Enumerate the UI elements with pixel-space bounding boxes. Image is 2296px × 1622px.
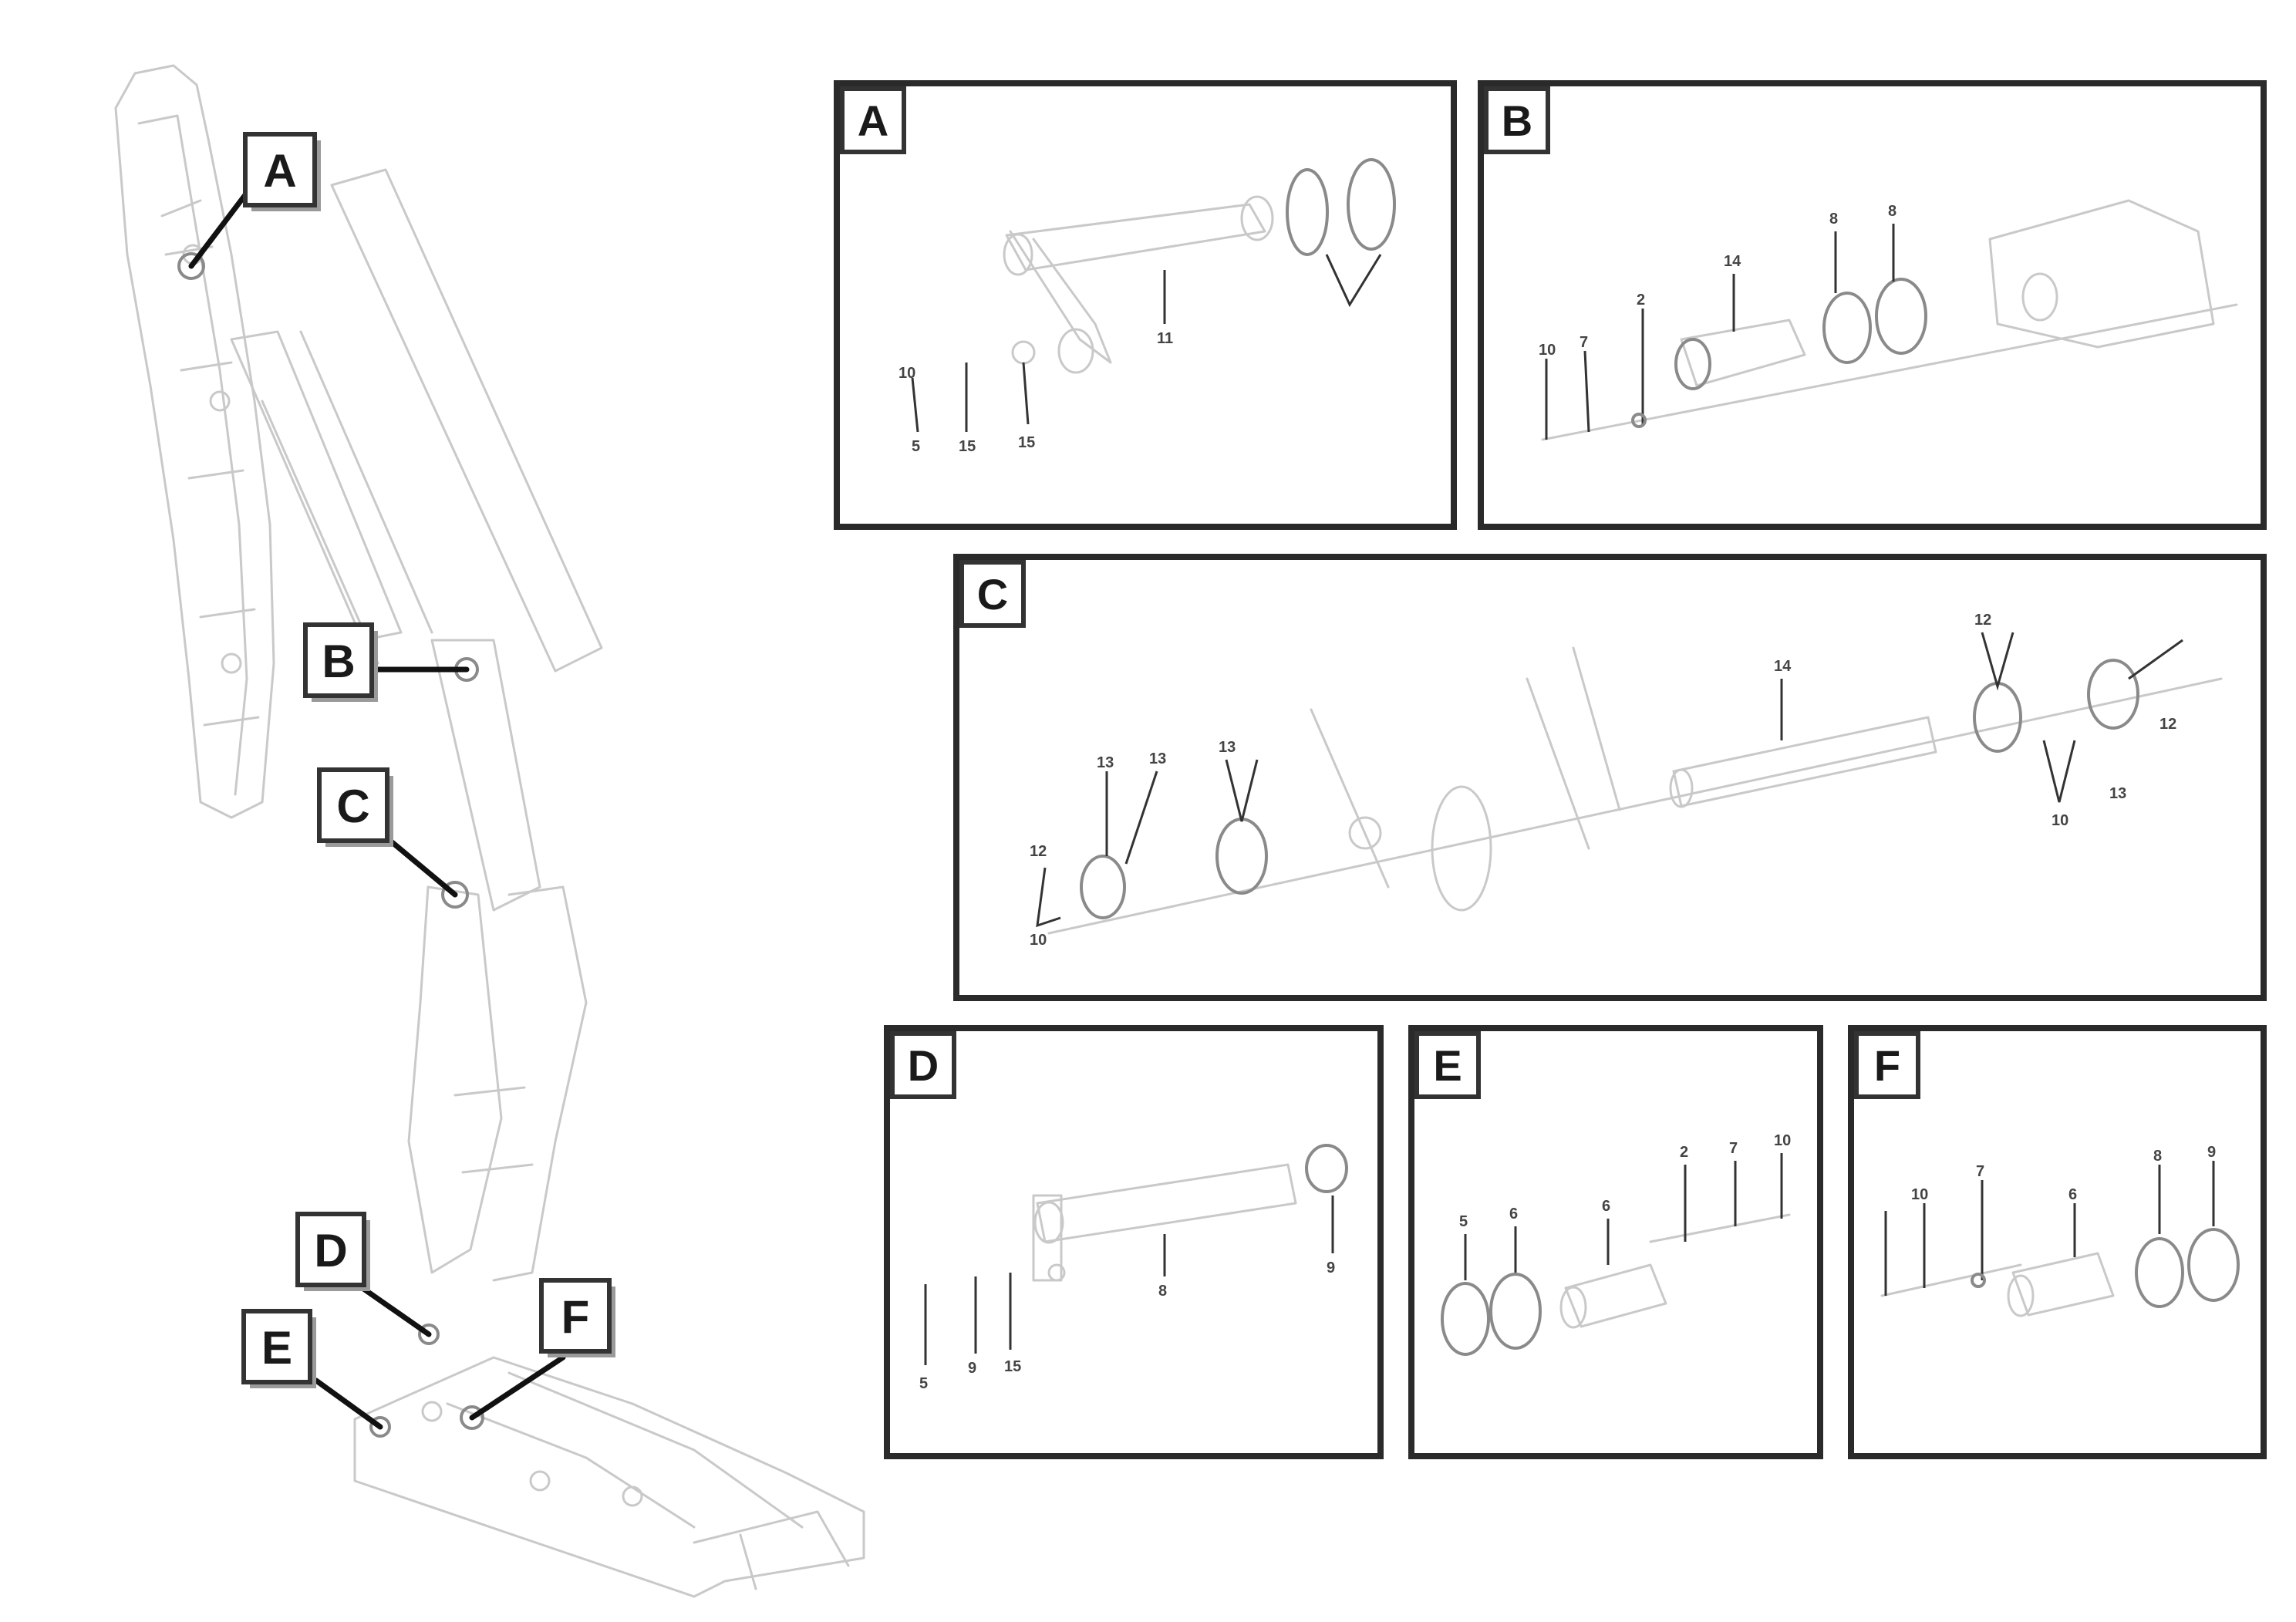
callout-d: D bbox=[295, 1212, 370, 1291]
panel-a-label: A bbox=[858, 96, 888, 145]
panel-e-part-2: 2 bbox=[1680, 1144, 1688, 1161]
panel-c-part-13b: 13 bbox=[1149, 750, 1166, 767]
panel-c-part-10a: 10 bbox=[2052, 812, 2068, 829]
panel-d-part-8: 8 bbox=[1158, 1283, 1167, 1300]
panel-b-part-8a: 8 bbox=[1829, 211, 1838, 228]
panel-f-part-7: 7 bbox=[1976, 1163, 1984, 1180]
panel-f-part-8: 8 bbox=[2153, 1148, 2162, 1165]
panel-d-part-5: 5 bbox=[919, 1375, 928, 1392]
panel-b-part-2: 2 bbox=[1637, 292, 1645, 309]
detail-panel-c: C 14 13 13 13 12 12 12 13 10 10 bbox=[953, 554, 2267, 1001]
panel-b-part-14: 14 bbox=[1724, 253, 1741, 270]
panel-c-part-12c: 12 bbox=[2159, 716, 2176, 733]
panel-c-part-13a: 13 bbox=[1097, 754, 1114, 771]
callout-a-label: A bbox=[263, 145, 296, 197]
callout-d-label: D bbox=[314, 1225, 347, 1276]
callout-f: F bbox=[539, 1278, 615, 1357]
callout-leaders bbox=[188, 190, 566, 1430]
panel-d-label: D bbox=[908, 1041, 939, 1090]
panel-b-label: B bbox=[1502, 96, 1532, 145]
panel-f-part-10: 10 bbox=[1911, 1186, 1928, 1203]
callout-c-label: C bbox=[336, 781, 369, 832]
panel-b-part-8b: 8 bbox=[1888, 203, 1896, 220]
callout-e: E bbox=[241, 1309, 316, 1388]
panel-c-part-13d: 13 bbox=[2109, 785, 2126, 802]
panel-e-part-6b: 6 bbox=[1602, 1198, 1610, 1215]
callout-f-label: F bbox=[561, 1291, 590, 1343]
panel-f-label: F bbox=[1874, 1041, 1900, 1090]
panel-a-part-15a: 15 bbox=[959, 438, 976, 455]
panel-f-part-9: 9 bbox=[2207, 1144, 2216, 1161]
panel-b-part-10: 10 bbox=[1539, 342, 1556, 359]
panel-c-part-12b: 12 bbox=[1974, 612, 1991, 629]
panel-d-part-9b: 9 bbox=[1327, 1259, 1335, 1276]
panel-d-part-9a: 9 bbox=[968, 1360, 976, 1377]
detail-panel-b: B 14 8 8 2 7 10 bbox=[1478, 80, 2267, 530]
panel-a-part-5: 5 bbox=[912, 438, 920, 455]
callout-a: A bbox=[243, 132, 321, 211]
callout-c: C bbox=[317, 767, 393, 847]
detail-panel-d: D 8 5 9 9 15 bbox=[884, 1025, 1384, 1459]
panel-c-part-14: 14 bbox=[1774, 658, 1792, 675]
callout-e-label: E bbox=[261, 1322, 292, 1374]
panel-a-part-10: 10 bbox=[899, 365, 915, 382]
panel-c-part-13c: 13 bbox=[1219, 739, 1236, 756]
detail-panel-a: A 10 5 15 15 11 bbox=[834, 80, 1457, 530]
panel-f-part-6: 6 bbox=[2068, 1186, 2077, 1203]
callout-b-label: B bbox=[322, 636, 355, 687]
panel-e-part-10: 10 bbox=[1774, 1132, 1791, 1149]
panel-a-part-15b: 15 bbox=[1018, 434, 1035, 451]
panel-e-part-7: 7 bbox=[1729, 1140, 1738, 1157]
panel-e-part-6a: 6 bbox=[1509, 1206, 1518, 1222]
callout-b: B bbox=[303, 622, 378, 702]
detail-panel-f: F 10 7 6 8 9 bbox=[1848, 1025, 2267, 1459]
panel-b-part-7: 7 bbox=[1580, 334, 1588, 351]
panel-c-part-12a: 12 bbox=[1030, 843, 1047, 860]
panel-c-part-10b: 10 bbox=[1030, 932, 1047, 949]
detail-panel-e: E 5 6 6 2 7 10 bbox=[1408, 1025, 1823, 1459]
panel-e-label: E bbox=[1433, 1041, 1462, 1090]
panel-c-label: C bbox=[977, 570, 1008, 619]
panel-d-part-15: 15 bbox=[1004, 1358, 1021, 1375]
panel-a-part-11: 11 bbox=[1157, 330, 1173, 347]
boom-arm-bucket-illustration bbox=[114, 64, 865, 1598]
panel-e-part-5: 5 bbox=[1459, 1213, 1468, 1230]
